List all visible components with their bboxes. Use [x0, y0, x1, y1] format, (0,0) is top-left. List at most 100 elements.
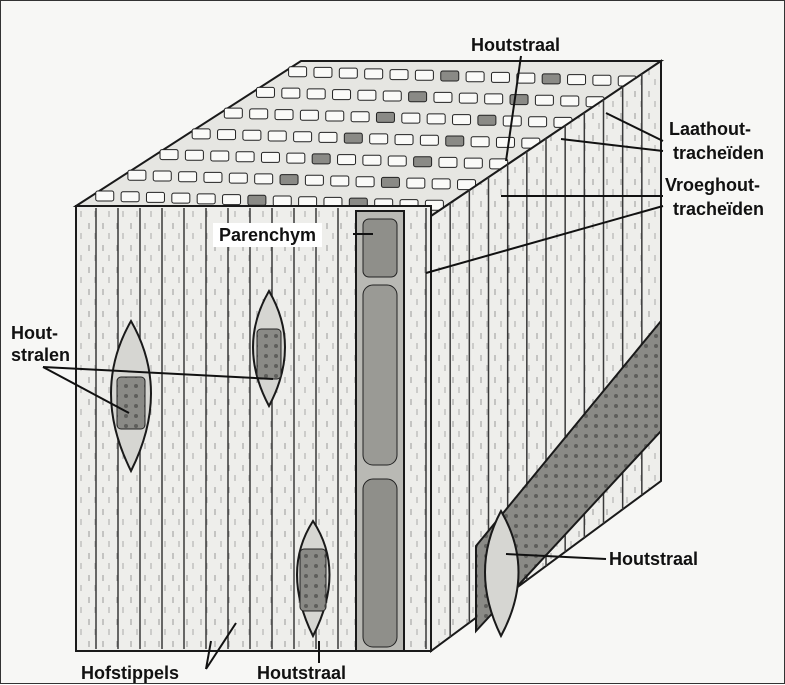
- tracheid-cell: [446, 136, 464, 146]
- tracheid-cell: [529, 117, 547, 127]
- tracheid-cell: [561, 96, 579, 106]
- tracheid-cell: [179, 172, 197, 182]
- tracheid-cell: [326, 111, 344, 121]
- tracheid-cell: [305, 175, 323, 185]
- label-houtstraal-right: Houtstraal: [609, 549, 698, 569]
- tracheid-cell: [466, 72, 484, 82]
- tracheid-cell: [236, 152, 254, 162]
- label-houtstraal-top: Houtstraal: [471, 35, 560, 55]
- tracheid-cell: [363, 155, 381, 165]
- tracheid-cell: [395, 135, 413, 145]
- parenchyma-cell: [363, 285, 397, 465]
- tracheid-cell: [218, 130, 236, 140]
- tracheid-cell: [459, 93, 477, 103]
- parenchyma-cell: [363, 219, 397, 277]
- tracheid-cell: [517, 73, 535, 83]
- tracheid-cell: [542, 74, 560, 84]
- tracheid-cell: [471, 137, 489, 147]
- label-hofstippels: Hofstippels: [81, 663, 179, 683]
- tracheid-cell: [376, 112, 394, 122]
- tracheid-cell: [453, 115, 471, 125]
- tracheid-cell: [535, 95, 553, 105]
- tracheid-cell: [427, 114, 445, 124]
- tracheid-cell: [339, 68, 357, 78]
- parenchyma-cell: [363, 479, 397, 647]
- tracheid-cell: [287, 153, 305, 163]
- tracheid-cell: [294, 132, 312, 142]
- tracheid-cell: [414, 157, 432, 167]
- label-vroeghout-tracheiden-1: Vroeghout-: [665, 175, 760, 195]
- tracheid-cell: [478, 115, 496, 125]
- tracheid-cell: [192, 129, 210, 139]
- tracheid-cell: [383, 91, 401, 101]
- tracheid-cell: [307, 89, 325, 99]
- tracheid-cell: [197, 194, 215, 204]
- tracheid-cell: [248, 195, 266, 205]
- label-laathout-tracheiden-2: tracheïden: [673, 143, 764, 163]
- tracheid-cell: [390, 70, 408, 80]
- tracheid-cell: [441, 71, 459, 81]
- tracheid-cell: [415, 70, 433, 80]
- label-houtstralen-1: Hout-: [11, 323, 58, 343]
- label-laathout-tracheiden-1: Laathout-: [669, 119, 751, 139]
- tracheid-cell: [593, 75, 611, 85]
- tracheid-cell: [338, 155, 356, 165]
- tracheid-cell: [432, 179, 450, 189]
- label-parenchym: Parenchym: [213, 223, 322, 247]
- tracheid-cell: [407, 178, 425, 188]
- tracheid-cell: [420, 135, 438, 145]
- tracheid-cell: [351, 112, 369, 122]
- tracheid-cell: [224, 108, 242, 118]
- tracheid-cell: [185, 150, 203, 160]
- tracheid-cell: [300, 110, 318, 120]
- tracheid-cell: [153, 171, 171, 181]
- tracheid-cell: [314, 67, 332, 77]
- tracheid-cell: [261, 152, 279, 162]
- label-houtstraal-bottom: Houtstraal: [257, 663, 346, 683]
- tracheid-cell: [250, 109, 268, 119]
- tracheid-cell: [128, 170, 146, 180]
- tracheid-cell: [282, 88, 300, 98]
- tracheid-cell: [388, 156, 406, 166]
- tracheid-cell: [223, 195, 241, 205]
- label-houtstralen-2: stralen: [11, 345, 70, 365]
- tracheid-cell: [381, 177, 399, 187]
- tracheid-cell: [204, 172, 222, 182]
- tracheid-cell: [344, 133, 362, 143]
- tracheid-cell: [211, 151, 229, 161]
- tracheid-cell: [280, 175, 298, 185]
- tracheid-cell: [273, 196, 291, 206]
- tracheid-cell: [275, 110, 293, 120]
- front-face: [76, 206, 431, 651]
- tracheid-cell: [121, 192, 139, 202]
- tracheid-cell: [229, 173, 247, 183]
- tracheid-cell: [510, 95, 528, 105]
- tracheid-cell: [409, 92, 427, 102]
- tracheid-cell: [268, 131, 286, 141]
- tracheid-cell: [496, 137, 514, 147]
- tracheid-cell: [243, 130, 261, 140]
- tracheid-cell: [172, 193, 190, 203]
- tracheid-cell: [434, 92, 452, 102]
- tracheid-cell: [356, 177, 374, 187]
- tracheid-cell: [146, 192, 164, 202]
- label-vroeghout-tracheiden-2: tracheïden: [673, 199, 764, 219]
- tracheid-cell: [358, 90, 376, 100]
- tracheid-cell: [365, 69, 383, 79]
- tracheid-cell: [370, 134, 388, 144]
- tracheid-cell: [568, 75, 586, 85]
- tracheid-cell: [333, 90, 351, 100]
- tracheid-cell: [256, 87, 274, 97]
- tracheid-cell: [289, 67, 307, 77]
- tracheid-cell: [319, 132, 337, 142]
- tracheid-cell: [160, 150, 178, 160]
- tracheid-cell: [255, 174, 273, 184]
- tracheid-cell: [485, 94, 503, 104]
- tracheid-cell: [439, 157, 457, 167]
- tracheid-cell: [464, 158, 482, 168]
- tracheid-cell: [312, 154, 330, 164]
- tracheid-cell: [96, 191, 114, 201]
- tracheid-cell: [402, 113, 420, 123]
